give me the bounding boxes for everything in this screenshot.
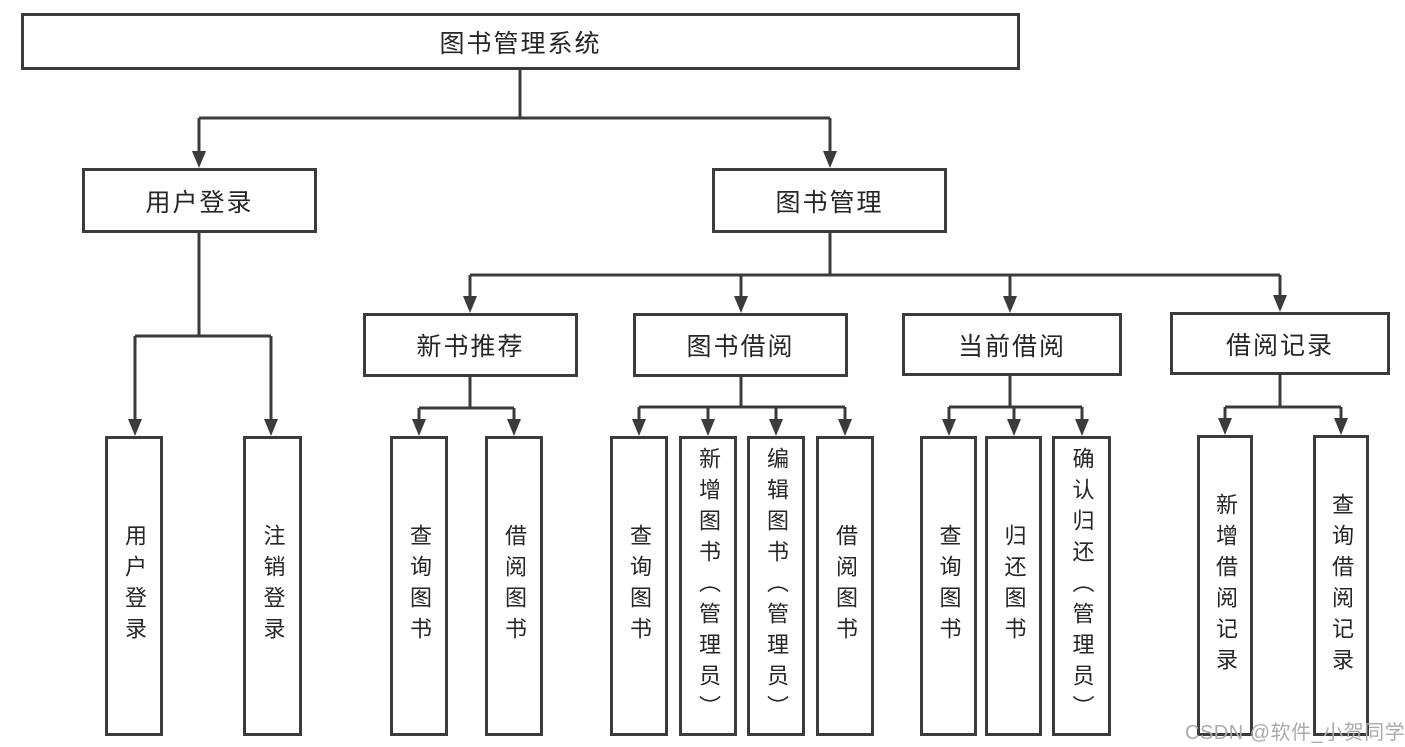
node-label: 新书推荐 — [416, 333, 525, 361]
csdn-watermark: CSDN @软件_小贺同学 — [1185, 722, 1405, 744]
node-label: 借阅记录 — [1225, 331, 1334, 360]
node-label: 确认归还（管理员） — [1069, 446, 1095, 726]
node-label: 新增借阅记录 — [1213, 492, 1238, 679]
node-label: 查询图书 — [407, 524, 432, 648]
tree-edges — [133, 70, 1343, 420]
node-label: 新增图书（管理员） — [696, 446, 721, 726]
leaf-add-borrow-record: 新增借阅记录 — [1197, 435, 1253, 736]
node-label: 借阅图书 — [502, 524, 527, 648]
node-new-book-recommend: 新书推荐 — [363, 313, 578, 377]
node-library-management-system: 图书管理系统 — [21, 13, 1020, 70]
leaf-user-login: 用户登录 — [105, 436, 163, 736]
leaf-query-books: 查询图书 — [920, 436, 977, 736]
node-label: 编辑图书（管理员） — [764, 446, 789, 726]
node-book-borrow: 图书借阅 — [633, 313, 848, 377]
node-label: 图书管理 — [775, 188, 884, 217]
node-book-management: 图书管理 — [712, 168, 947, 233]
leaf-edit-books-admin: 编辑图书（管理员） — [747, 436, 805, 736]
node-user-login: 用户登录 — [82, 168, 317, 233]
leaf-confirm-return-admin: 确认归还（管理员） — [1052, 436, 1111, 736]
leaf-borrow-books: 借阅图书 — [485, 436, 543, 736]
node-label: 用户登录 — [145, 188, 254, 217]
node-label: 用户登录 — [122, 524, 147, 648]
node-label: 归还图书 — [1001, 524, 1027, 648]
leaf-query-books: 查询图书 — [610, 436, 668, 736]
node-label: 图书借阅 — [686, 333, 795, 361]
leaf-query-books: 查询图书 — [390, 436, 448, 736]
node-label: 查询借阅记录 — [1329, 492, 1354, 679]
node-label: 注销登录 — [260, 524, 286, 648]
node-label: 查询图书 — [936, 524, 962, 648]
leaf-add-books-admin: 新增图书（管理员） — [679, 436, 737, 736]
node-label: 借阅图书 — [833, 524, 858, 648]
node-label: 当前借阅 — [957, 332, 1066, 361]
leaf-borrow-books: 借阅图书 — [816, 436, 874, 736]
leaf-return-books: 归还图书 — [985, 436, 1042, 736]
node-borrow-records: 借阅记录 — [1170, 312, 1390, 375]
node-label: 图书管理系统 — [439, 29, 602, 58]
arrowheads — [128, 151, 1348, 436]
leaf-logout: 注销登录 — [243, 436, 302, 736]
leaf-query-borrow-record: 查询借阅记录 — [1313, 435, 1369, 736]
node-label: 查询图书 — [627, 524, 652, 648]
node-current-borrow: 当前借阅 — [902, 313, 1122, 376]
